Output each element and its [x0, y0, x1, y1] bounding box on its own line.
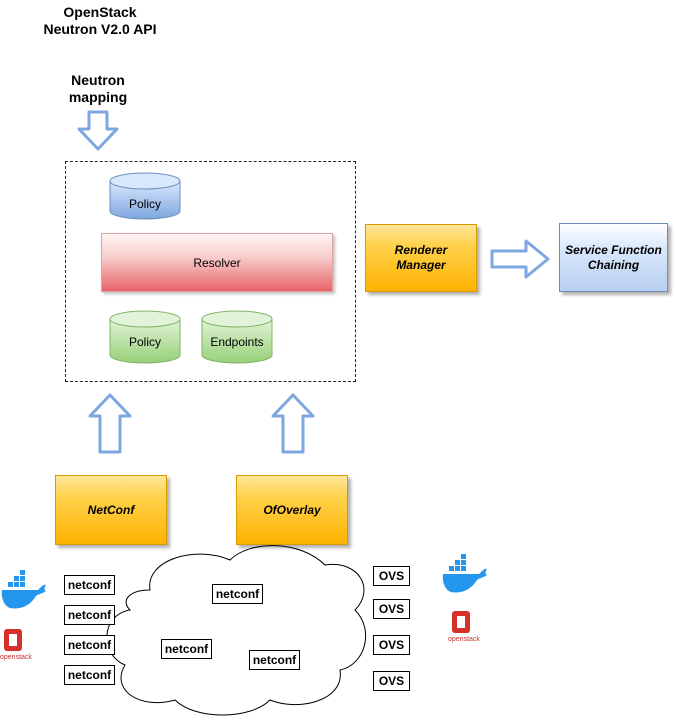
docker-logo-right-icon: [442, 554, 487, 593]
openstack-logo-right-icon: [452, 611, 470, 633]
cloud-netconf-box: netconf: [212, 584, 263, 604]
renderer-manager-label: Renderer Manager: [394, 243, 448, 272]
resolver-box: Resolver: [101, 233, 333, 292]
netconf-renderer-box: NetConf: [55, 475, 167, 545]
up-arrow-netconf-icon: [88, 393, 132, 454]
endpoints-label: Endpoints: [210, 335, 264, 349]
netconf-device-box: netconf: [64, 665, 115, 685]
netconf-device-box: netconf: [64, 635, 115, 655]
up-arrow-ofoverlay-icon: [271, 393, 315, 454]
openstack-logo-icon: [4, 629, 22, 651]
service-function-chaining-label: Service Function Chaining: [565, 242, 662, 272]
core-container: [65, 161, 356, 382]
cloud-netconf-box: netconf: [249, 650, 300, 670]
mapping-title: Neutron mapping: [48, 72, 148, 106]
ovs-box: OVS: [373, 566, 410, 586]
openstack-caption: openstack: [0, 654, 32, 661]
ovs-box: OVS: [373, 671, 410, 691]
docker-logo-icon: [1, 570, 46, 609]
policy-top-label: Policy: [128, 197, 161, 211]
netconf-renderer-label: NetConf: [87, 502, 135, 517]
down-arrow-icon: [77, 110, 119, 151]
ofoverlay-renderer-label: OfOverlay: [263, 502, 321, 517]
ovs-box: OVS: [373, 635, 410, 655]
api-title: OpenStack Neutron V2.0 API: [30, 4, 170, 38]
openstack-caption-right: openstack: [448, 636, 480, 643]
mapping-title-line2: mapping: [68, 89, 128, 105]
policy-cylinder-bottom: [109, 310, 181, 364]
resolver-label: Resolver: [193, 255, 241, 270]
policy-cylinder-top: [109, 172, 181, 220]
api-title-line2: Neutron V2.0 API: [43, 21, 157, 37]
netconf-device-box: netconf: [64, 575, 115, 595]
policy-bottom-label: Policy: [128, 335, 161, 349]
api-title-line1: OpenStack: [63, 4, 137, 20]
ovs-box: OVS: [373, 599, 410, 619]
renderer-manager-box: Renderer Manager: [365, 224, 477, 292]
right-arrow-icon: [490, 239, 550, 279]
ofoverlay-renderer-box: OfOverlay: [236, 475, 348, 545]
service-function-chaining-box: Service Function Chaining: [559, 223, 668, 292]
network-cloud: [106, 545, 367, 716]
mapping-title-line1: Neutron: [71, 72, 125, 88]
cloud-netconf-box: netconf: [161, 639, 212, 659]
endpoints-cylinder: [201, 310, 273, 364]
netconf-device-box: netconf: [64, 605, 115, 625]
